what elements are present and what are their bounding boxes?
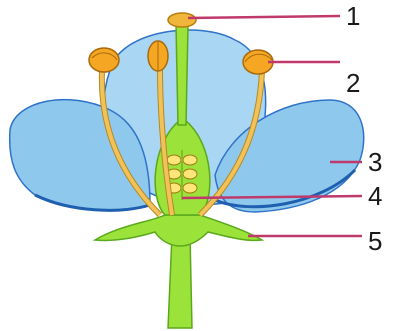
label-1: 1 [346, 1, 360, 31]
style [176, 25, 188, 125]
stem [168, 235, 192, 328]
stigma [168, 13, 196, 27]
label-2: 2 [346, 68, 360, 98]
sepals [95, 215, 262, 246]
label-5: 5 [368, 226, 382, 256]
label-3: 3 [368, 147, 382, 177]
pointer-line-1 [188, 16, 340, 18]
label-4: 4 [368, 181, 382, 211]
